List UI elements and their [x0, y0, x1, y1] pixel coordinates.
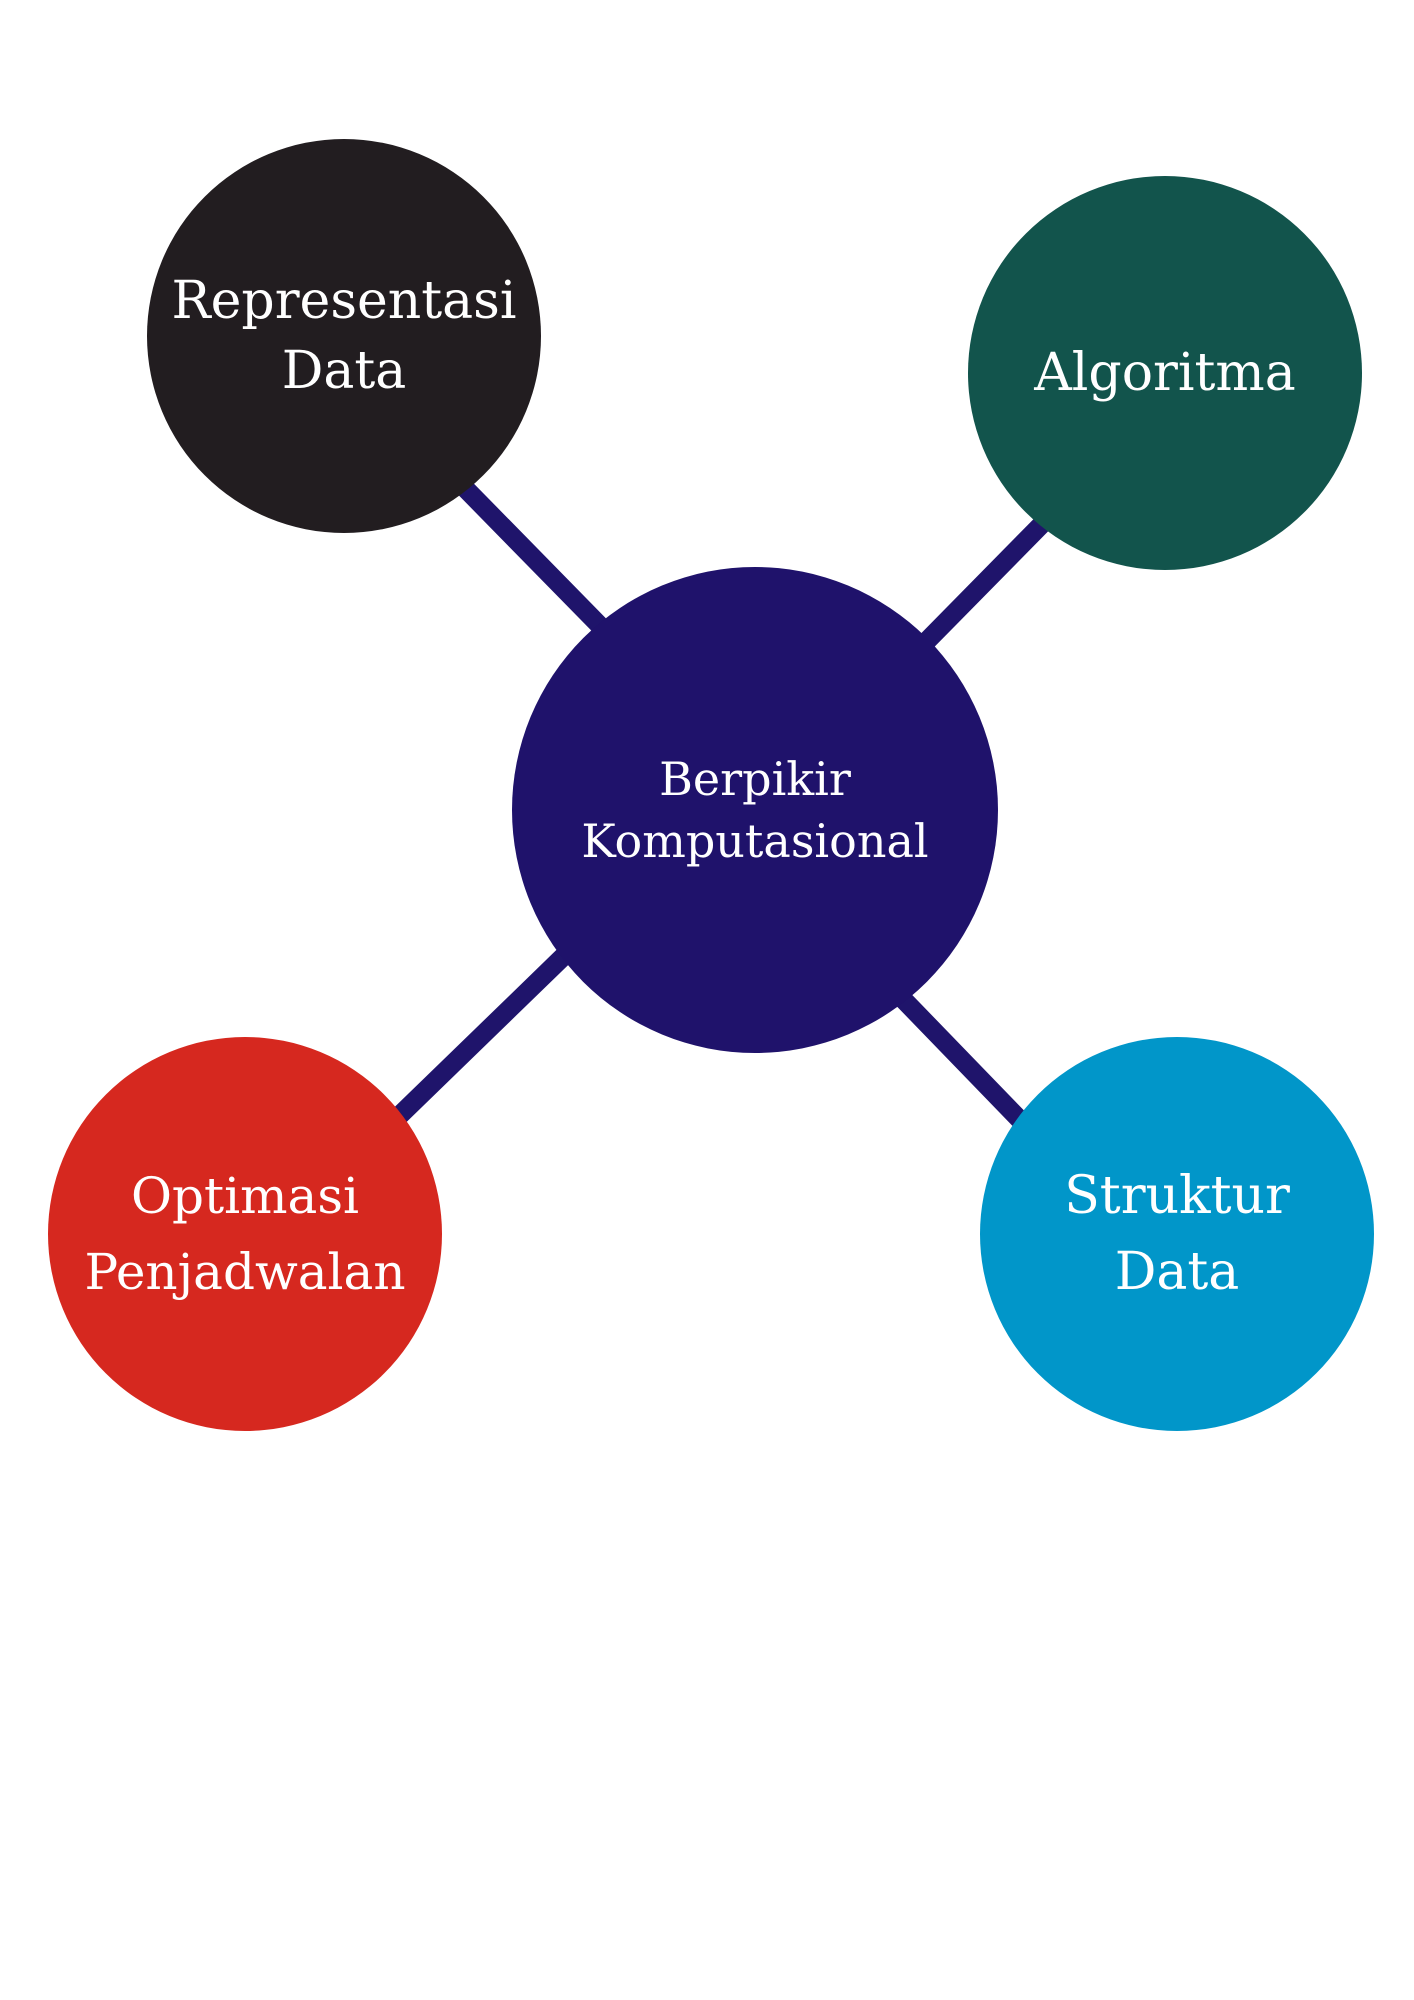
node-representasi-line2: Data	[281, 341, 407, 401]
node-representasi-data: Representasi Data	[147, 139, 541, 533]
node-center-line2: Komputasional	[581, 814, 929, 868]
node-algoritma: Algoritma	[968, 176, 1362, 570]
node-struktur-line2: Data	[1114, 1242, 1240, 1302]
node-center-line1: Berpikir	[659, 752, 851, 806]
node-berpikir-komputasional: Berpikir Komputasional	[512, 567, 998, 1053]
node-optimasi-penjadwalan: Optimasi Penjadwalan	[48, 1037, 442, 1431]
node-algoritma-line1: Algoritma	[1034, 343, 1296, 403]
node-struktur-line1: Struktur	[1064, 1166, 1290, 1226]
connector-optimasi	[391, 943, 577, 1124]
node-representasi-line1: Representasi	[171, 271, 517, 331]
connector-algoritma	[913, 513, 1053, 655]
connector-struktur	[893, 989, 1027, 1127]
connector-representasi	[451, 474, 615, 641]
node-optimasi-line1: Optimasi	[131, 1167, 359, 1225]
node-struktur-data: Struktur Data	[980, 1037, 1374, 1431]
node-optimasi-line2: Penjadwalan	[84, 1243, 406, 1301]
